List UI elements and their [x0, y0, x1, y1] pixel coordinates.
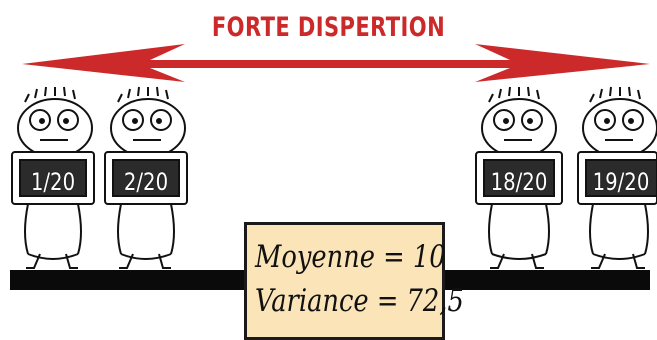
- slate-4: [585, 159, 657, 197]
- dispersion-arrow: [22, 44, 650, 82]
- stats-box: Moyenne = 10 Variance = 72,5: [244, 222, 464, 340]
- slate-1: [19, 159, 87, 197]
- slate-2: [112, 159, 180, 197]
- slate-3: [483, 159, 555, 197]
- mean-text: Moyenne = 10: [255, 239, 446, 275]
- grade-label-4: 19/20: [592, 168, 650, 196]
- grade-label-3: 18/20: [490, 168, 548, 196]
- grade-label-2: 2/20: [123, 168, 169, 196]
- title: FORTE DISPERTION: [211, 12, 446, 43]
- variance-text: Variance = 72,5: [255, 283, 464, 319]
- grade-label-1: 1/20: [30, 168, 76, 196]
